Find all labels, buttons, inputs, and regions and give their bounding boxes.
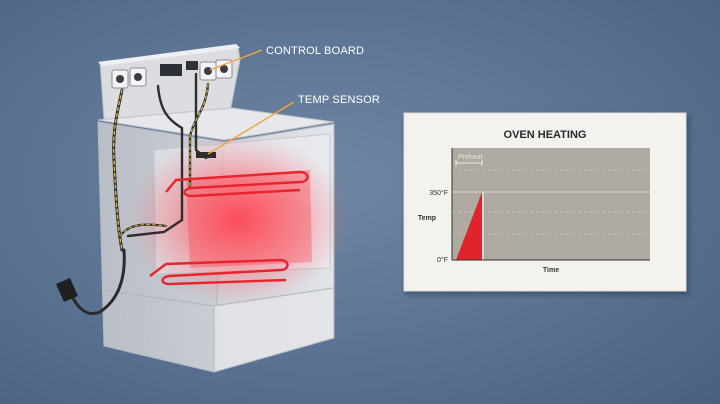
y-tick-350: 350°F [429, 189, 448, 197]
oven-display [186, 61, 198, 70]
callout-control-board: CONTROL BOARD [209, 45, 364, 71]
y-axis-label: Temp [418, 215, 436, 222]
knob-group-right [199, 59, 233, 81]
y-tick-0: 0°F [437, 256, 448, 264]
oven-drawer-face [213, 287, 335, 373]
oven-display [160, 64, 182, 76]
knob-group-left [111, 67, 147, 89]
chart-series-ramp [456, 192, 482, 260]
x-axis-label: Time [543, 267, 559, 274]
oven [56, 44, 348, 373]
callout-temp-sensor: TEMP SENSOR [207, 94, 380, 155]
panel-title: OVEN HEATING [504, 129, 587, 141]
oven-backguard-top [98, 44, 240, 66]
temp-sensor [196, 152, 216, 158]
preheat-bracket [455, 160, 483, 166]
plot-area [452, 148, 650, 260]
callout-temp-sensor-label: TEMP SENSOR [298, 94, 380, 106]
power-plug [56, 278, 78, 302]
callout-control-board-label: CONTROL BOARD [266, 45, 364, 57]
wiring [68, 72, 210, 315]
gridlines [452, 169, 650, 235]
preheat-label: Preheat [458, 154, 483, 161]
power-cord [68, 248, 126, 315]
chart-plot: Preheat 350°F 0°F Temp Time [418, 148, 650, 274]
bake-element [149, 170, 309, 286]
